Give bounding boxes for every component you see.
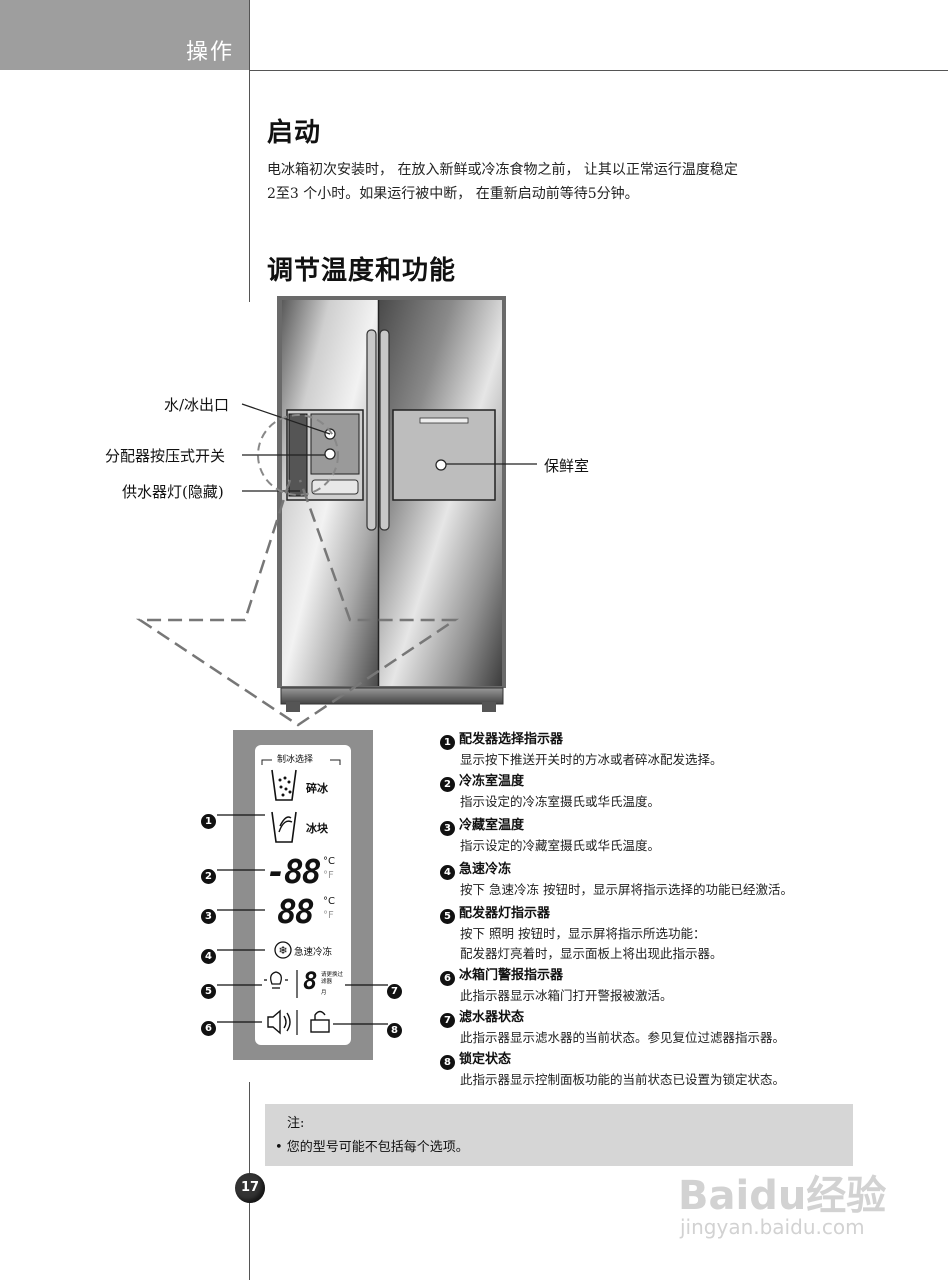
description-item-5: 5 配发器灯指示器 按下 照明 按钮时，显示屏将指示所选功能： 配发器灯亮着时，显…: [440, 902, 860, 964]
description-line-5b: 配发器灯亮着时，显示面板上将出现此指示器。: [460, 946, 723, 961]
description-item-3: 3 冷藏室温度 指示设定的冷藏室摄氏或华氏温度。: [440, 814, 860, 858]
marker-6: 6: [201, 1014, 220, 1036]
marker-5: 5: [201, 977, 220, 999]
description-line-6: 此指示器显示冰箱门打开警报被激活。: [460, 988, 673, 1003]
description-title-7: 滤水器状态: [459, 1010, 525, 1025]
fridge-unit-c: °C: [323, 896, 335, 907]
description-title-2: 冷冻室温度: [459, 774, 525, 789]
marker-7: 7: [387, 977, 406, 999]
freezer-unit-c: °C: [323, 856, 335, 867]
description-line-8: 此指示器显示控制面板功能的当前状态已设置为锁定状态。: [460, 1072, 786, 1087]
filter-text: 请更换过滤器: [321, 972, 344, 985]
filter-month: 月: [321, 990, 327, 996]
description-item-8: 8 锁定状态 此指示器显示控制面板功能的当前状态已设置为锁定状态。: [440, 1048, 860, 1088]
crushed-cup-icon: [271, 769, 297, 801]
description-line-4: 按下 急速冷冻 按钮时，显示屏将指示选择的功能已经激活。: [460, 882, 793, 897]
marker-3: 3: [201, 902, 220, 924]
svg-text:❄: ❄: [278, 944, 287, 957]
note-box: [265, 1104, 853, 1166]
description-title-1: 配发器选择指示器: [459, 732, 564, 747]
freezer-temp-display: -88: [266, 852, 322, 891]
freezer-handle: [366, 329, 377, 531]
express-freeze-label: 急速冷冻: [294, 947, 333, 958]
filter-digit: 8: [303, 967, 318, 995]
badge-2: 2: [440, 777, 455, 792]
description-item-6: 6 冰箱门警报指示器 此指示器显示冰箱门打开警报被激活。: [440, 964, 860, 1006]
description-line-3: 指示设定的冷藏室摄氏或华氏温度。: [460, 838, 661, 853]
control-panel-screen: [255, 745, 351, 1045]
description-title-5: 配发器灯指示器: [459, 906, 551, 921]
margin-rule-top: [249, 70, 250, 302]
fresh-room-label: 保鲜室: [544, 457, 590, 475]
description-item-1: 1 配发器选择指示器 显示按下推送开关时的方冰或者碎冰配发选择。: [440, 728, 860, 770]
fridge-temp-display: 88: [277, 892, 315, 931]
ice-select-label: 制冰选择: [277, 755, 314, 765]
dispenser-lamp-label: 供水器灯(隐藏): [122, 483, 224, 501]
startup-line-1: 电冰箱初次安装时， 在放入新鲜或冷冻食物之前， 让其以正常运行温度稳定: [267, 162, 738, 178]
header-rule: [250, 70, 948, 71]
startup-heading: 启动: [267, 118, 322, 148]
door-alarm-icon: [267, 1009, 291, 1035]
lock-icon: [310, 1010, 330, 1033]
express-freeze-icon: [274, 941, 292, 959]
badge-4: 4: [440, 865, 455, 880]
description-line-5a: 按下 照明 按钮时，显示屏将指示所选功能：: [460, 926, 706, 941]
dispenser-lamp-icon: [264, 971, 288, 989]
badge-5: 5: [440, 909, 455, 924]
description-item-2: 2 冷冻室温度 指示设定的冷冻室摄氏或华氏温度。: [440, 770, 860, 814]
description-line-2: 指示设定的冷冻室摄氏或华氏温度。: [460, 794, 661, 809]
note-text: • 您的型号可能不包括每个选项。: [275, 1140, 469, 1155]
section-title: 操作: [186, 40, 235, 65]
startup-paragraph: 电冰箱初次安装时， 在放入新鲜或冷冻食物之前， 让其以正常运行温度稳定 2至3 …: [267, 158, 738, 206]
description-title-6: 冰箱门警报指示器: [459, 968, 564, 983]
description-item-4: 4 急速冷冻 按下 急速冷冻 按钮时，显示屏将指示选择的功能已经激活。: [440, 858, 860, 902]
dispenser-switch-label: 分配器按压式开关: [105, 447, 226, 465]
fridge-unit-f: °F: [323, 910, 334, 921]
description-line-7: 此指示器显示滤水器的当前状态。参见复位过滤器指示器。: [460, 1030, 786, 1045]
freezer-unit-f: °F: [323, 870, 334, 881]
startup-line-2: 2至3 个小时。如果运行被中断， 在重新启动前等待5分钟。: [267, 186, 639, 202]
badge-6: 6: [440, 971, 455, 986]
cubed-label: 冰块: [306, 822, 328, 835]
watermark-url: jingyan.baidu.com: [680, 1215, 865, 1239]
marker-2: 2: [201, 862, 220, 884]
marker-8: 8: [387, 1016, 406, 1038]
description-item-7: 7 滤水器状态 此指示器显示滤水器的当前状态。参见复位过滤器指示器。: [440, 1006, 860, 1048]
badge-7: 7: [440, 1013, 455, 1028]
marker-4: 4: [201, 942, 220, 964]
badge-8: 8: [440, 1055, 455, 1070]
marker-1: 1: [201, 807, 220, 829]
description-line-1: 显示按下推送开关时的方冰或者碎冰配发选择。: [460, 752, 723, 767]
cubed-cup-icon: [271, 811, 297, 843]
outlet-label: 水/冰出口: [164, 396, 230, 414]
description-list: 1 配发器选择指示器 显示按下推送开关时的方冰或者碎冰配发选择。 2 冷冻室温度 指…: [440, 728, 860, 1088]
page-number: 17: [235, 1173, 265, 1203]
section-header-tab: 操作: [0, 0, 250, 70]
badge-3: 3: [440, 821, 455, 836]
watermark-brand: Baidu经验: [678, 1173, 887, 1219]
adjust-heading: 调节温度和功能: [267, 256, 457, 286]
fridge-handle: [379, 329, 390, 531]
description-title-4: 急速冷冻: [459, 862, 512, 877]
badge-1: 1: [440, 735, 455, 750]
crushed-label: 碎冰: [306, 782, 328, 795]
note-title: 注:: [287, 1116, 305, 1131]
description-title-3: 冷藏室温度: [459, 818, 525, 833]
description-title-8: 锁定状态: [459, 1052, 512, 1067]
fresh-room-door: [392, 409, 496, 501]
